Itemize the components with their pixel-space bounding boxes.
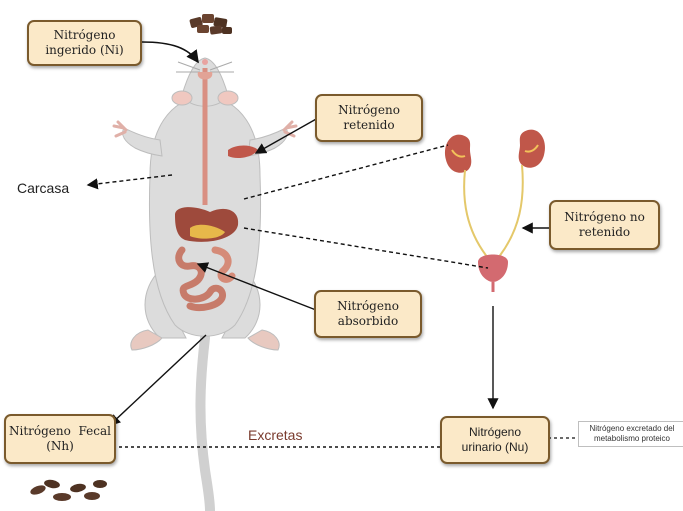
nitrogen-urinary-line2: urinario (Nu) xyxy=(442,440,548,455)
protein-metabolism-note-line2: metabolismo proteico xyxy=(582,434,682,444)
rat-illustration xyxy=(114,58,296,350)
feces-pellets-icon xyxy=(29,479,107,501)
rat-tail xyxy=(200,338,210,511)
nitrogen-urinary-line1: Nitrógeno xyxy=(442,425,548,440)
nitrogen-ingested-line2: ingerido (Ni) xyxy=(29,43,140,58)
nitrogen-absorbed-line1: Nitrógeno xyxy=(316,299,420,314)
food-pellets-icon xyxy=(189,14,232,35)
nitrogen-fecal-box: Nitrógeno Fecal (Nh) xyxy=(4,414,116,464)
nitrogen-absorbed-box: Nitrógeno absorbido xyxy=(314,290,422,338)
nitrogen-not-retained-box: Nitrógeno no retenido xyxy=(549,200,660,250)
arrow-fecal xyxy=(110,335,206,425)
nitrogen-retained-line2: retenido xyxy=(317,118,421,133)
connector-kidney xyxy=(244,145,448,199)
nitrogen-not-retained-line2: retenido xyxy=(551,225,658,240)
carcass-label: Carcasa xyxy=(17,180,69,196)
arrow-retained xyxy=(256,118,318,153)
nitrogen-fecal-line1: Nitrógeno Fecal xyxy=(6,424,114,439)
nitrogen-ingested-line1: Nitrógeno xyxy=(29,28,140,43)
urinary-system-icon xyxy=(445,130,545,292)
protein-metabolism-note: Nitrógeno excretado del metabolismo prot… xyxy=(578,421,683,447)
nitrogen-ingested-box: Nitrógeno ingerido (Ni) xyxy=(27,20,142,66)
nitrogen-urinary-box: Nitrógeno urinario (Nu) xyxy=(440,416,550,464)
connector-bladder xyxy=(244,228,488,268)
nitrogen-fecal-line2: (Nh) xyxy=(6,439,114,454)
arrow-ingested xyxy=(142,42,198,62)
protein-metabolism-note-line1: Nitrógeno excretado del xyxy=(582,424,682,434)
nitrogen-absorbed-line2: absorbido xyxy=(316,314,420,329)
nitrogen-retained-line1: Nitrógeno xyxy=(317,103,421,118)
nitrogen-retained-box: Nitrógeno retenido xyxy=(315,94,423,142)
excretas-label: Excretas xyxy=(248,427,302,443)
nitrogen-not-retained-line1: Nitrógeno no xyxy=(551,210,658,225)
